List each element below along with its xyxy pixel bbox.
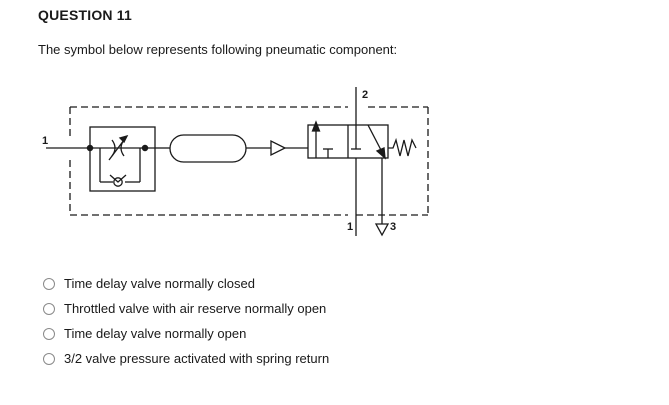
option-3[interactable]: Time delay valve normally open (43, 321, 329, 346)
dashed-enclosure (69, 106, 429, 216)
air-reservoir (169, 134, 247, 163)
port-label-1-bottom: 1 (347, 221, 353, 233)
question-text: The symbol below represents following pn… (38, 42, 398, 57)
answer-options: Time delay valve normally closed Throttl… (43, 271, 329, 371)
three-two-way-valve (285, 87, 417, 237)
port-label-3: 3 (390, 221, 396, 233)
radio-button[interactable] (43, 277, 55, 290)
throttle-check-valve (86, 126, 156, 192)
option-label: 3/2 valve pressure activated with spring… (64, 351, 330, 366)
radio-button[interactable] (43, 327, 55, 340)
port-label-2: 2 (362, 89, 368, 101)
option-label: Throttled valve with air reserve normall… (64, 301, 327, 316)
option-1[interactable]: Time delay valve normally closed (43, 271, 329, 296)
exhaust-triangle-icon (374, 223, 390, 237)
pilot-triangle-icon (270, 139, 287, 157)
option-label: Time delay valve normally open (64, 326, 247, 341)
radio-button[interactable] (43, 302, 55, 315)
port-label-1-left: 1 (42, 135, 48, 147)
pneumatic-symbol-diagram: 1 2 1 3 (42, 87, 429, 237)
question-title: QUESTION 11 (38, 7, 133, 23)
option-label: Time delay valve normally closed (64, 276, 255, 291)
option-2[interactable]: Throttled valve with air reserve normall… (43, 296, 329, 321)
option-4[interactable]: 3/2 valve pressure activated with spring… (43, 346, 329, 371)
radio-button[interactable] (43, 352, 55, 365)
